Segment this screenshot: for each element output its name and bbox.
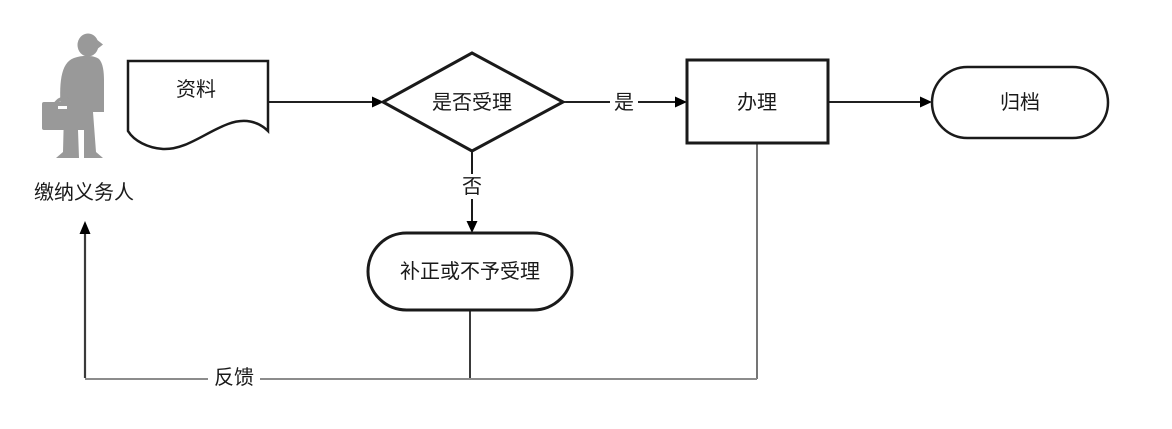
yes-label-chip <box>610 89 638 114</box>
person-face <box>96 39 103 50</box>
briefcase-clasp <box>58 106 67 109</box>
node-correction: 补正或不予受理 <box>366 231 574 312</box>
node-materials: 资料 <box>126 59 270 151</box>
person-torso <box>60 55 104 112</box>
edge-label-feedback: 反馈 <box>214 365 254 389</box>
no-label-chip <box>458 174 486 199</box>
feedback-label-chip <box>208 365 260 390</box>
arrowhead-up-icon <box>79 221 91 234</box>
person-briefcase-icon <box>42 33 104 158</box>
stadium-shape <box>930 65 1110 140</box>
arrowhead-right-icon <box>675 96 687 108</box>
node-archive-label: 归档 <box>1000 90 1040 114</box>
arrowhead-down-icon <box>466 221 478 233</box>
briefcase <box>42 102 82 130</box>
document-shape <box>126 59 270 151</box>
arrowhead-right-icon <box>372 96 384 108</box>
stadium-shape <box>366 231 574 312</box>
node-materials-label: 资料 <box>176 77 216 101</box>
arrowhead-right-icon <box>920 96 932 108</box>
node-decision-label: 是否受理 <box>432 90 512 114</box>
node-process: 办理 <box>685 58 830 145</box>
node-process-label: 办理 <box>737 90 777 114</box>
edge-label-yes: 是 <box>614 90 634 114</box>
node-decision: 是否受理 <box>379 51 567 153</box>
person-head <box>77 33 99 57</box>
node-correction-label: 补正或不予受理 <box>400 259 540 283</box>
rectangle-shape <box>685 58 830 145</box>
actor-label: 缴纳义务人 <box>34 180 134 204</box>
edge-label-no: 否 <box>462 174 482 198</box>
node-archive: 归档 <box>930 65 1110 140</box>
diamond-shape <box>379 51 567 153</box>
